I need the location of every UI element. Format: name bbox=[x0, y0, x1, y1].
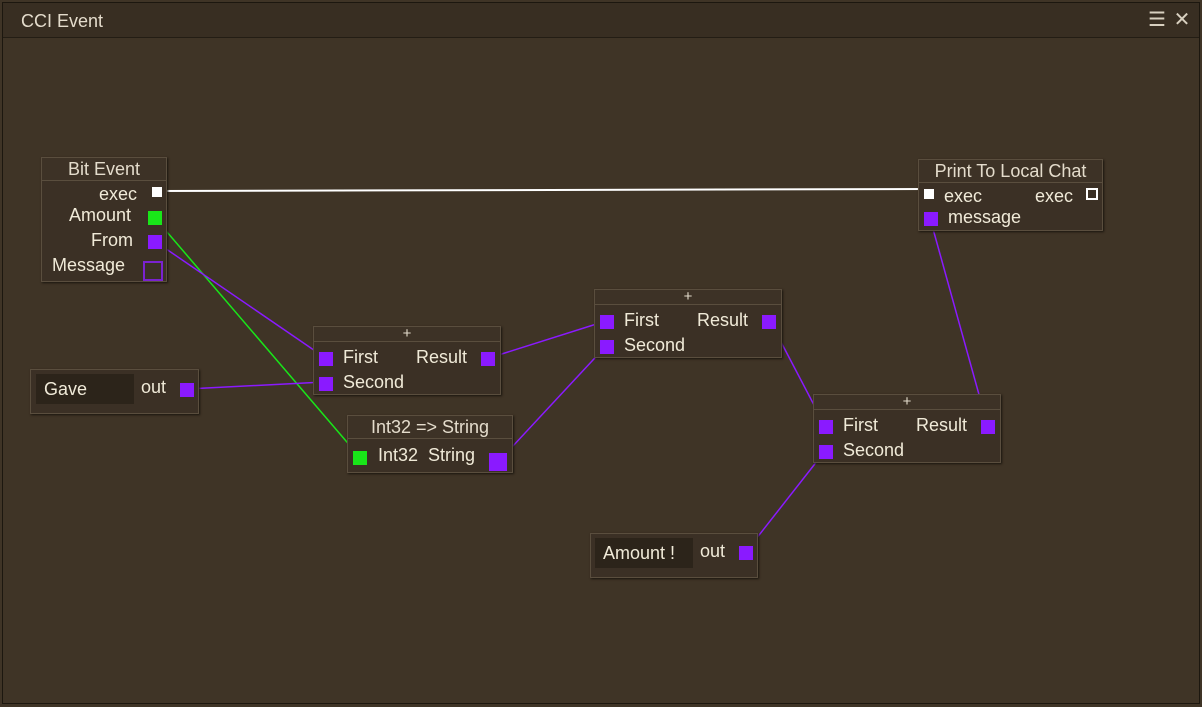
exec-in-label: exec bbox=[944, 186, 983, 206]
int32-input-pin[interactable] bbox=[353, 451, 367, 465]
exec-output-pin[interactable] bbox=[152, 187, 162, 197]
string-output-pin[interactable] bbox=[489, 453, 507, 471]
node-title: + bbox=[814, 394, 1000, 410]
message-output-pin[interactable] bbox=[143, 261, 163, 281]
exec-input-pin[interactable] bbox=[924, 189, 934, 199]
add-node-3[interactable]: + First Result Second bbox=[813, 394, 1001, 463]
title-bar[interactable]: CCI Event ☰ ✕ bbox=[3, 3, 1199, 38]
from-label: From bbox=[91, 230, 133, 250]
second-input-pin[interactable] bbox=[819, 445, 833, 459]
second-label: Second bbox=[624, 335, 686, 355]
out-output-pin[interactable] bbox=[739, 546, 753, 560]
string-label: String bbox=[428, 445, 476, 465]
second-input-pin[interactable] bbox=[600, 340, 614, 354]
exec-label: exec bbox=[99, 184, 138, 204]
exec-output-pin[interactable] bbox=[1086, 188, 1098, 200]
gave-value-field[interactable]: Gave bbox=[36, 374, 134, 404]
out-output-pin[interactable] bbox=[180, 383, 194, 397]
window-title: CCI Event bbox=[21, 11, 104, 31]
add-node-1[interactable]: + First Result Second bbox=[313, 326, 501, 395]
node-title: Bit Event bbox=[42, 158, 166, 181]
int32-to-string-node[interactable]: Int32 => String Int32 String bbox=[347, 415, 513, 473]
node-title: Int32 => String bbox=[348, 416, 512, 439]
amount-value-field[interactable]: Amount ! bbox=[595, 538, 693, 568]
amount-output-pin[interactable] bbox=[148, 211, 162, 225]
result-label: Result bbox=[916, 415, 968, 435]
result-label: Result bbox=[416, 347, 468, 367]
first-label: First bbox=[343, 347, 378, 367]
first-input-pin[interactable] bbox=[600, 315, 614, 329]
amount-label: Amount bbox=[69, 205, 132, 225]
amount-constant-node[interactable]: Amount ! out bbox=[590, 533, 758, 578]
first-label: First bbox=[624, 310, 659, 330]
node-title: + bbox=[595, 289, 781, 305]
node-title: Print To Local Chat bbox=[919, 160, 1102, 183]
bit-event-node[interactable]: Bit Event exec Amount From Message bbox=[41, 157, 167, 282]
first-label: First bbox=[843, 415, 878, 435]
first-input-pin[interactable] bbox=[819, 420, 833, 434]
message-label: Message bbox=[52, 255, 126, 275]
gave-constant-node[interactable]: Gave out bbox=[30, 369, 199, 414]
result-output-pin[interactable] bbox=[481, 352, 495, 366]
second-input-pin[interactable] bbox=[319, 377, 333, 391]
first-input-pin[interactable] bbox=[319, 352, 333, 366]
close-icon[interactable]: ✕ bbox=[1173, 9, 1191, 31]
exec-out-label: exec bbox=[1035, 186, 1074, 206]
add-node-2[interactable]: + First Result Second bbox=[594, 289, 782, 358]
message-label: message bbox=[948, 207, 1022, 227]
result-label: Result bbox=[697, 310, 749, 330]
result-output-pin[interactable] bbox=[981, 420, 995, 434]
int32-label: Int32 bbox=[378, 445, 419, 465]
second-label: Second bbox=[843, 440, 905, 460]
from-output-pin[interactable] bbox=[148, 235, 162, 249]
hamburger-menu-icon[interactable]: ☰ bbox=[1148, 9, 1166, 31]
node-title: + bbox=[314, 326, 500, 342]
result-output-pin[interactable] bbox=[762, 315, 776, 329]
print-to-local-chat-node[interactable]: Print To Local Chat exec exec message bbox=[918, 159, 1103, 231]
out-label: out bbox=[141, 377, 167, 397]
out-label: out bbox=[700, 541, 726, 561]
second-label: Second bbox=[343, 372, 405, 392]
message-input-pin[interactable] bbox=[924, 212, 938, 226]
